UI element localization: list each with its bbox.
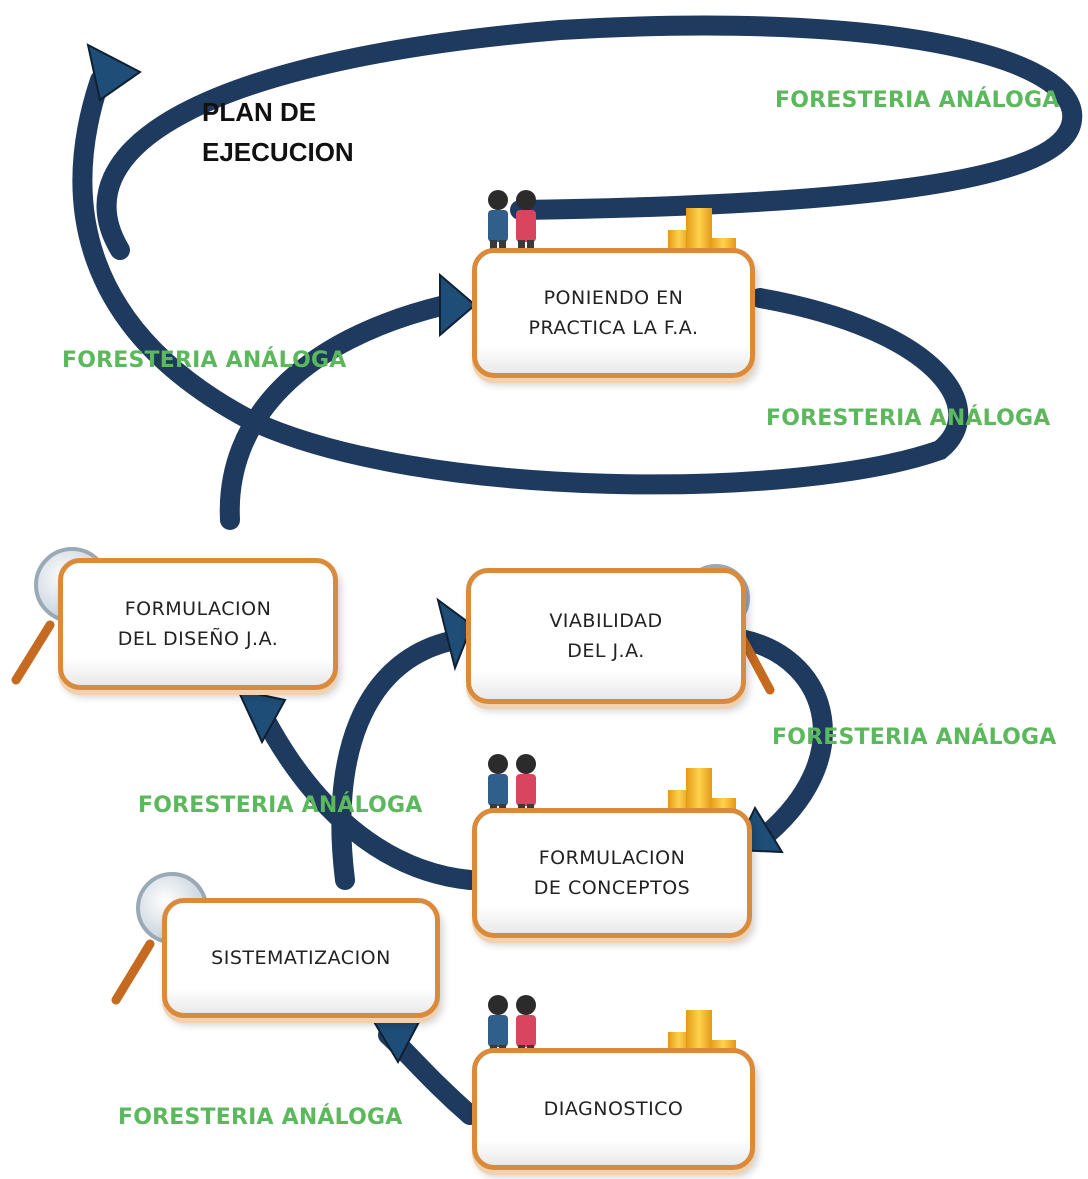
cycle-label-bottom: FORESTERIA ANÁLOGA — [118, 1105, 403, 1130]
step-diagnostico: DIAGNOSTICO — [472, 1048, 755, 1170]
rise-to-poniendo-path — [219, 295, 455, 530]
top-ellipse-path — [96, 15, 1083, 260]
viabilidad-right-path — [735, 630, 833, 850]
arrowheads — [86, 43, 784, 1065]
cycle-label-left: FORESTERIA ANÁLOGA — [62, 348, 347, 373]
outer-loop-path — [72, 70, 969, 495]
plan-de-ejecucion-title: PLAN DE EJECUCION — [202, 97, 354, 167]
step-formulacion-conceptos: FORMULACION DE CONCEPTOS — [472, 808, 752, 938]
cycle-label-middle-right: FORESTERIA ANÁLOGA — [772, 725, 1057, 750]
cycle-label-top-right: FORESTERIA ANÁLOGA — [775, 88, 1060, 113]
arrowhead-icon — [86, 43, 142, 102]
arrowhead-icon — [236, 688, 287, 745]
step-poniendo-en-practica: PONIENDO EN PRACTICA LA F.A. — [472, 248, 755, 378]
step-viabilidad: VIABILIDAD DEL J.A. — [466, 568, 746, 704]
spiral-arrows — [72, 15, 1083, 1125]
arrowhead-icon — [436, 597, 474, 672]
cycle-label-right: FORESTERIA ANÁLOGA — [766, 406, 1051, 431]
arrowhead-icon — [439, 272, 477, 338]
step-sistematizacion: SISTEMATIZACION — [162, 898, 440, 1018]
step-formulacion-diseno: FORMULACION DEL DISEÑO J.A. — [58, 558, 338, 690]
viabilidad-rise-path — [331, 630, 465, 890]
cycle-label-middle-left: FORESTERIA ANÁLOGA — [138, 793, 423, 818]
